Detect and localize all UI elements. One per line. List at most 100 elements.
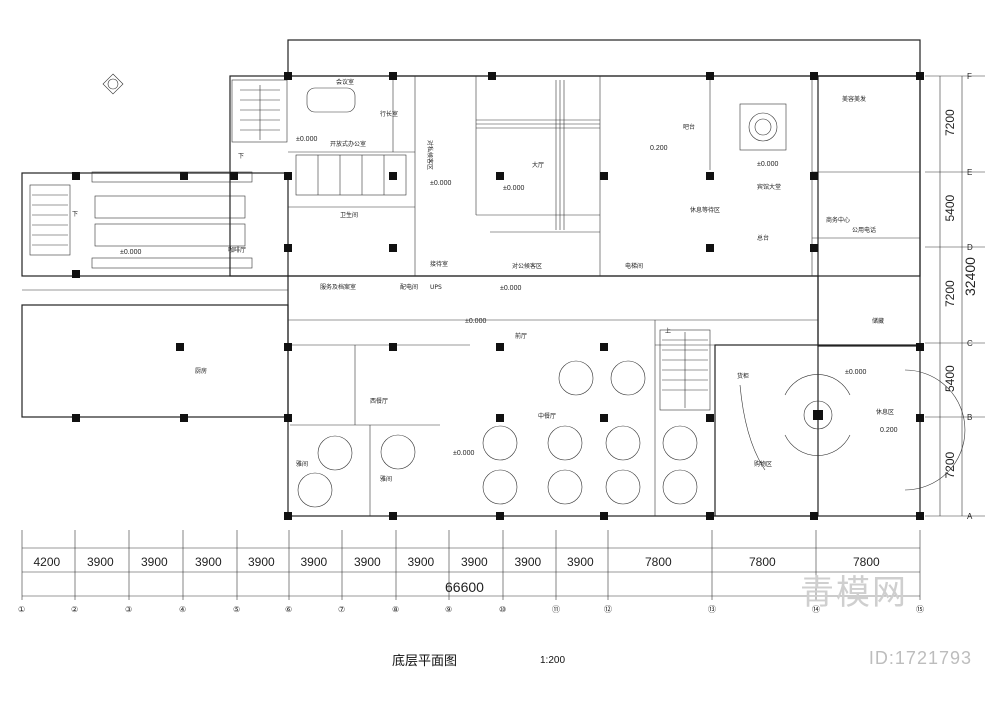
elevation-mark: 0.200 [650,145,668,152]
label-elevator: 电梯间 [625,262,643,270]
dimension-label: 7800 [645,555,672,569]
kitchen-wing [21,304,289,418]
lobby-floor-pattern [476,80,787,230]
dimension-label: 7200 [943,280,957,307]
dimension-label: 7200 [943,109,957,136]
building-outline [21,39,921,517]
office-desks [295,87,407,196]
axis-marker-y: A [967,512,973,521]
label-rest-area: 休息区 [876,408,894,416]
round-table [317,435,353,471]
east-block [817,75,921,347]
dimension-label: 5400 [943,365,957,392]
axis-marker-y: E [967,168,972,177]
axis-marker-x: ⑪ [552,605,560,614]
round-table [662,469,698,505]
axis-marker-x: ⑧ [392,605,399,614]
label-private2: 雅间 [380,475,392,483]
elevation-mark: ±0.000 [500,285,521,292]
label-lobby: 大厅 [532,161,544,169]
dimension-label: 7800 [749,555,776,569]
label-manager: 行长室 [380,110,398,118]
label-corp-wait: 对公候客区 [512,262,542,270]
total-height: 32400 [962,257,978,296]
axis-marker-x: ⑩ [499,605,506,614]
elevation-mark: ±0.000 [465,318,486,325]
coffee-tables [91,171,253,269]
drawing-title: 底层平面图 [392,654,458,669]
label-storage: 储藏 [872,317,884,325]
axis-marker-x: ⑭ [812,605,820,614]
stair-down-mark: 下 [72,211,78,218]
axis-marker-x: ④ [179,605,186,614]
stair-up-mark: 上 [665,327,671,335]
watermark-id: ID:1721793 [868,648,972,668]
dimension-label: 3900 [248,555,275,569]
north-compass [102,73,124,95]
stair-nw [231,79,288,143]
room-labels: 会议室 行长室 开放式办公室 对私候客区 大厅 吧台 宾馆大堂 卫生间 休息等待… [195,78,894,483]
label-restroom: 卫生间 [340,211,358,219]
stair-down-mark: 下 [238,153,244,160]
axis-marker-x: ② [71,605,78,614]
dimension-label: 3900 [87,555,114,569]
dimension-label: 7200 [943,451,957,478]
dimension-label: 7800 [853,555,880,569]
dimension-label: 3900 [567,555,594,569]
round-table [605,469,641,505]
axis-marker-x: ⑮ [916,605,924,614]
axis-marker-y: C [967,339,973,348]
round-table [662,425,698,461]
axis-marker-x: ① [18,605,25,614]
label-public-phone: 公用电话 [852,226,876,234]
label-open-office: 开放式办公室 [330,140,366,148]
label-private1: 雅间 [296,460,308,468]
shop-display [739,369,966,491]
label-shop: 购物区 [754,460,772,468]
dimension-label: 3900 [301,555,328,569]
dimension-label: 5400 [943,194,957,221]
dimension-label: 3900 [408,555,435,569]
elevation-mark: ±0.000 [430,180,451,187]
dimension-label: 3900 [461,555,488,569]
stair-marks: 下 下 上 [72,153,671,335]
round-table [605,425,641,461]
label-bar: 吧台 [683,123,695,131]
label-guest-hall: 宾馆大堂 [757,183,781,191]
elevation-marks: ±0.000 ±0.000 ±0.000 ±0.000 ±0.000 ±0.00… [120,136,898,457]
roof-outline-top [287,39,921,77]
label-coffee: 咖啡厅 [228,246,246,254]
elevation-mark: ±0.000 [296,136,317,143]
label-beauty: 美容美发 [842,95,866,103]
axis-marker-x: ⑨ [445,605,452,614]
dimension-label: 3900 [354,555,381,569]
round-table [297,472,333,508]
round-table [610,360,646,396]
elevation-mark: ±0.000 [453,450,474,457]
watermark-logo: 青模网 [800,573,908,613]
stairs [29,79,711,411]
axis-marker-x: ⑥ [285,605,292,614]
label-meeting: 会议室 [336,78,354,86]
axis-marker-x: ⑤ [233,605,240,614]
label-foyer: 前厅 [515,332,527,340]
elevation-mark: ±0.000 [120,249,141,256]
axis-marker-x: ③ [125,605,132,614]
round-table [558,360,594,396]
label-power: 配电间 [400,283,418,291]
axis-marker-x: ⑬ [708,605,716,614]
elevation-mark: ±0.000 [503,185,524,192]
label-telecom: 接待室 [430,260,448,268]
round-tables [297,360,698,508]
label-counter: 总台 [757,234,769,242]
round-table [547,469,583,505]
label-kitchen: 厨房 [195,367,207,375]
axis-marker-y: D [967,243,973,252]
label-catering-store: 服务及档案室 [320,283,356,291]
elevation-mark: 0.200 [880,427,898,434]
elevation-mark: ±0.000 [845,369,866,376]
stair-center [659,329,711,411]
